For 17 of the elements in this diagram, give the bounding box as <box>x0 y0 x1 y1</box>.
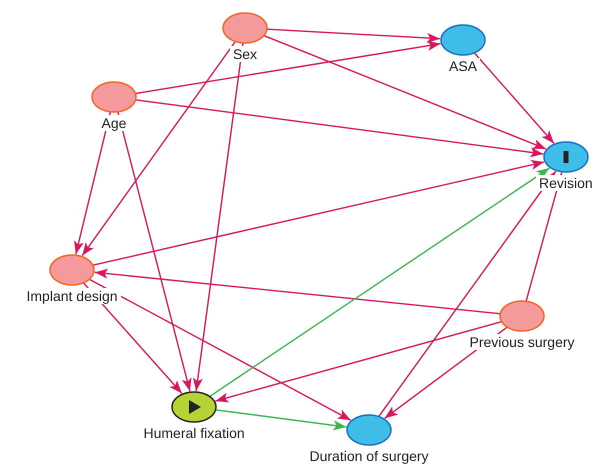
arrow <box>474 52 555 144</box>
arrow <box>210 168 550 397</box>
arrow <box>378 170 556 417</box>
arrow <box>215 321 502 402</box>
arrow <box>74 112 111 254</box>
arrow <box>192 43 244 392</box>
arrow <box>136 40 441 94</box>
arrow <box>526 172 563 301</box>
arrow <box>89 278 352 421</box>
arrow <box>93 160 544 266</box>
arrow <box>216 409 346 430</box>
arrow <box>136 99 544 158</box>
arrow <box>94 268 500 314</box>
arrow <box>117 112 192 392</box>
arrow <box>267 28 440 44</box>
arrow <box>82 42 236 256</box>
arrow <box>264 35 546 150</box>
